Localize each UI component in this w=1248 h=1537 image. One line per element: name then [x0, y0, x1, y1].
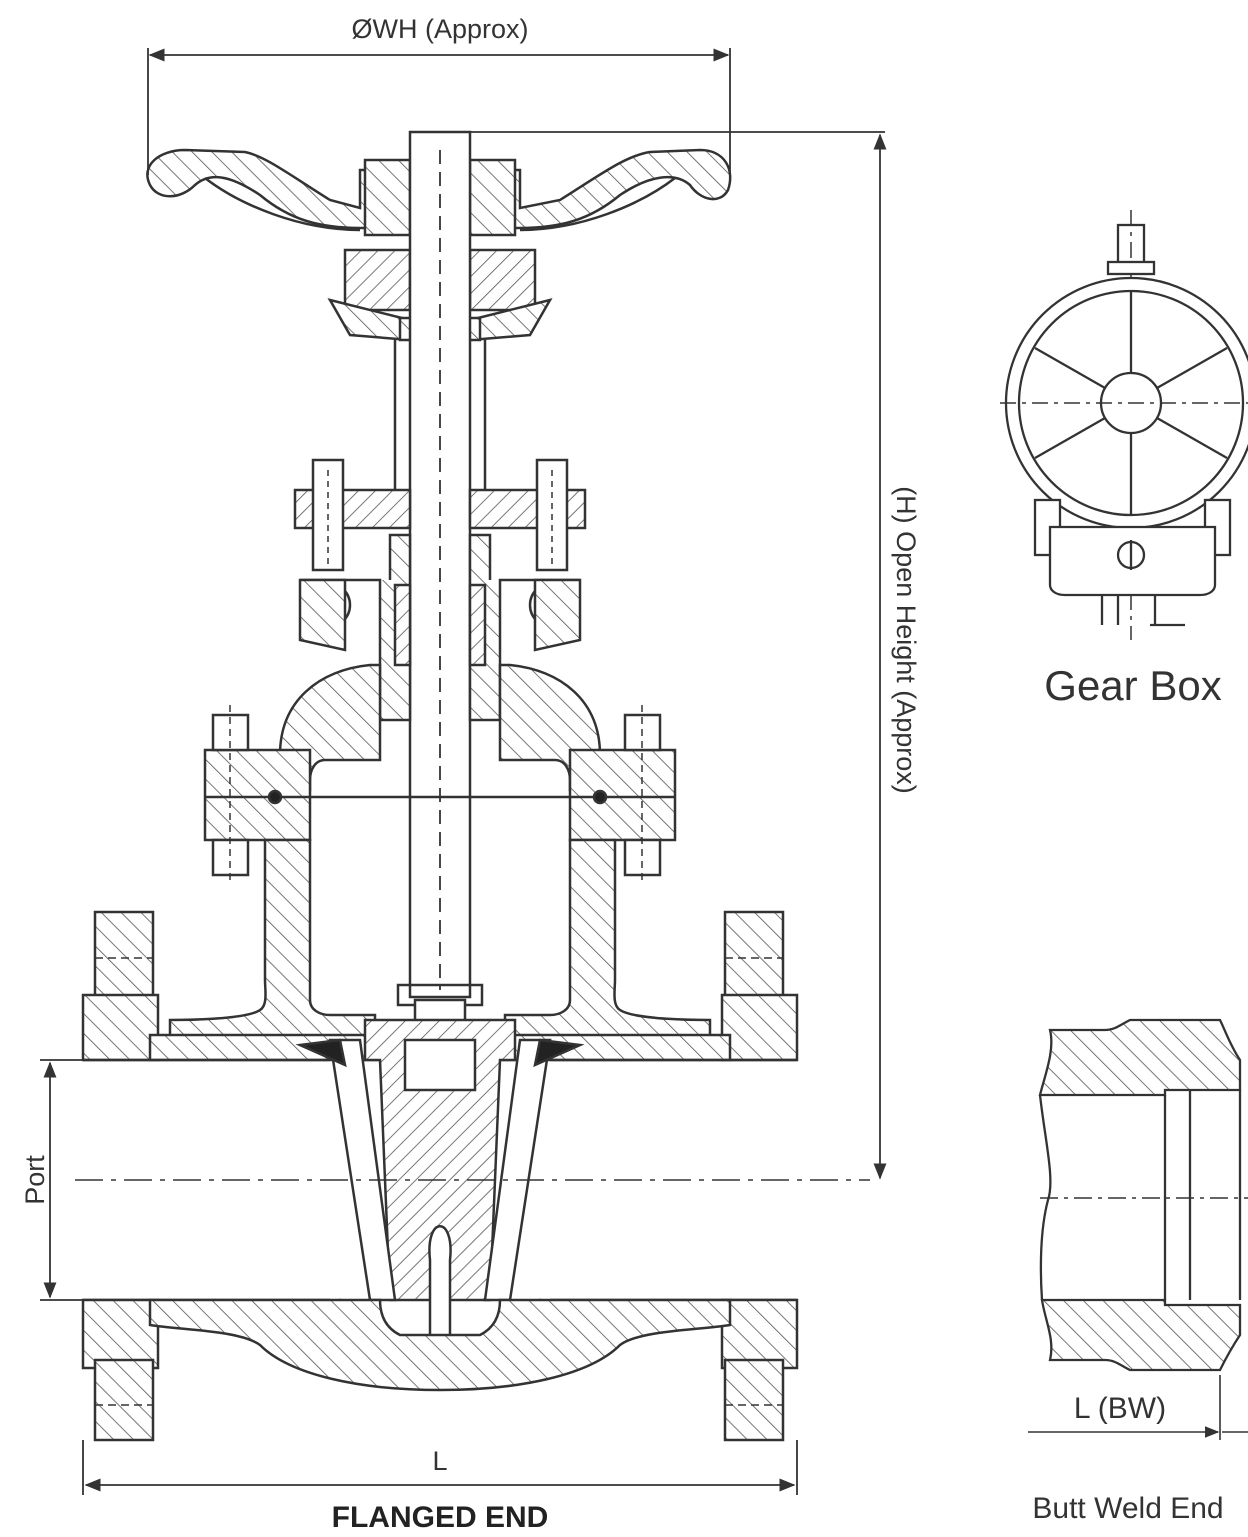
dimensions-main — [40, 48, 887, 1495]
gear-box-view — [1000, 210, 1248, 640]
valve-main-view — [75, 130, 870, 1442]
length-bw-label: L (BW) — [1074, 1392, 1166, 1425]
wheel-diameter-label: ØWH (Approx) — [351, 14, 528, 44]
wedge-gate — [295, 1018, 585, 1342]
length-label: L — [432, 1446, 447, 1476]
packing-chamber — [298, 533, 582, 722]
body-bonnet-flange — [203, 705, 677, 885]
body-neck — [168, 838, 712, 1042]
yoke-arms — [393, 340, 487, 490]
body-bottom — [81, 1298, 799, 1442]
open-height-label: (H) Open Height (Approx) — [891, 486, 921, 794]
gear-box-caption: Gear Box — [1044, 662, 1221, 709]
port-label: Port — [20, 1155, 50, 1205]
flanged-end-title: FLANGED END — [332, 1501, 549, 1534]
butt-weld-end-caption: Butt Weld End — [1032, 1492, 1223, 1525]
butt-weld-end-view — [1028, 1018, 1248, 1440]
